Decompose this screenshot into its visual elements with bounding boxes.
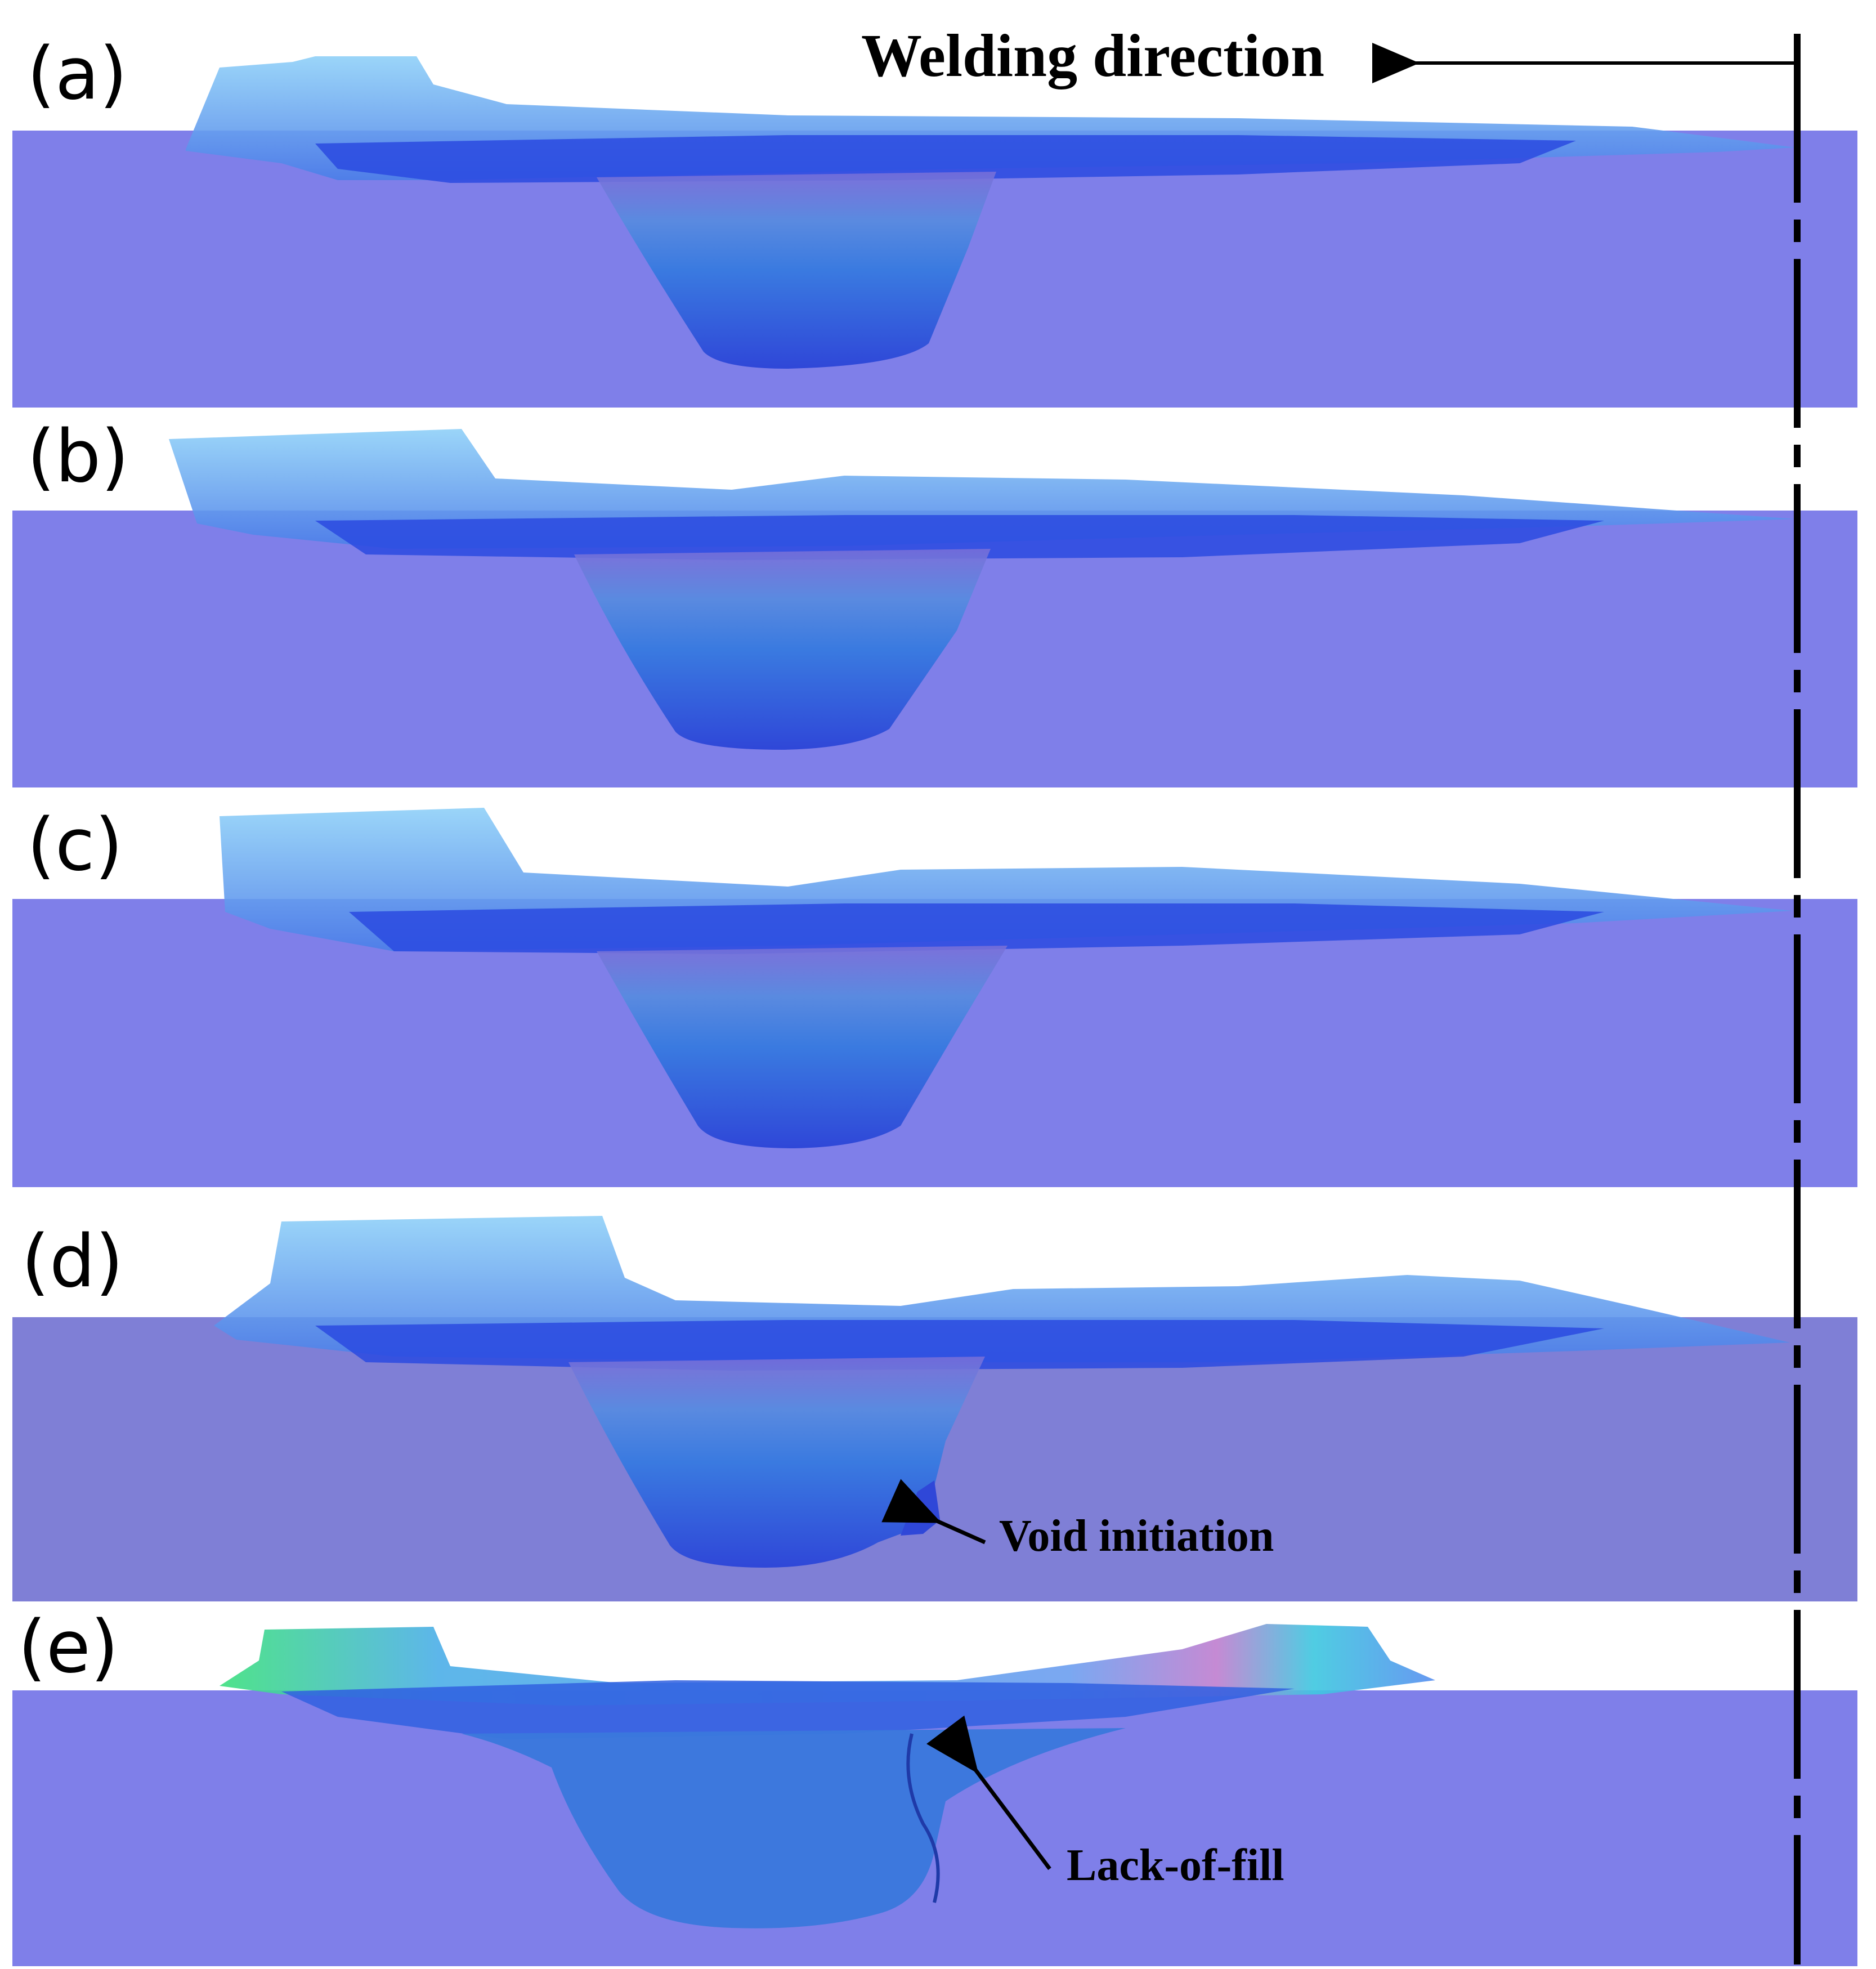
stir-zone-band <box>281 1680 1295 1739</box>
panel-label-d: (d) <box>21 1220 123 1304</box>
lack-of-fill-cavity <box>906 1733 940 1903</box>
void-initiation-arrow <box>881 1479 986 1545</box>
lack-of-fill-label: Lack-of-fill <box>1067 1841 1284 1890</box>
weld-nugget <box>597 946 1008 1148</box>
panel-label-a: (a) <box>27 32 127 116</box>
weld-nugget <box>568 1357 985 1568</box>
stir-zone-band <box>315 515 1604 560</box>
panel-e <box>12 1624 1857 1966</box>
panel-d <box>12 1216 1857 1601</box>
panel-label-b: (b) <box>27 415 129 499</box>
void-initiation-label: Void initiation <box>999 1511 1274 1561</box>
weld-nugget <box>462 1728 1126 1928</box>
stir-zone-band <box>315 135 1576 183</box>
stir-zone-band <box>349 903 1604 954</box>
weld-nugget <box>574 549 991 750</box>
welding-direction-label: Welding direction <box>861 23 1324 90</box>
stir-zone-band <box>315 1320 1604 1371</box>
panel-label-e: (e) <box>18 1605 119 1689</box>
panel-b <box>12 429 1857 787</box>
panel-c <box>12 808 1857 1187</box>
lack-of-fill-arrow <box>926 1715 1051 1870</box>
panel-a <box>12 56 1857 408</box>
weld-nugget <box>597 172 996 369</box>
panel-label-c: (c) <box>27 803 123 887</box>
